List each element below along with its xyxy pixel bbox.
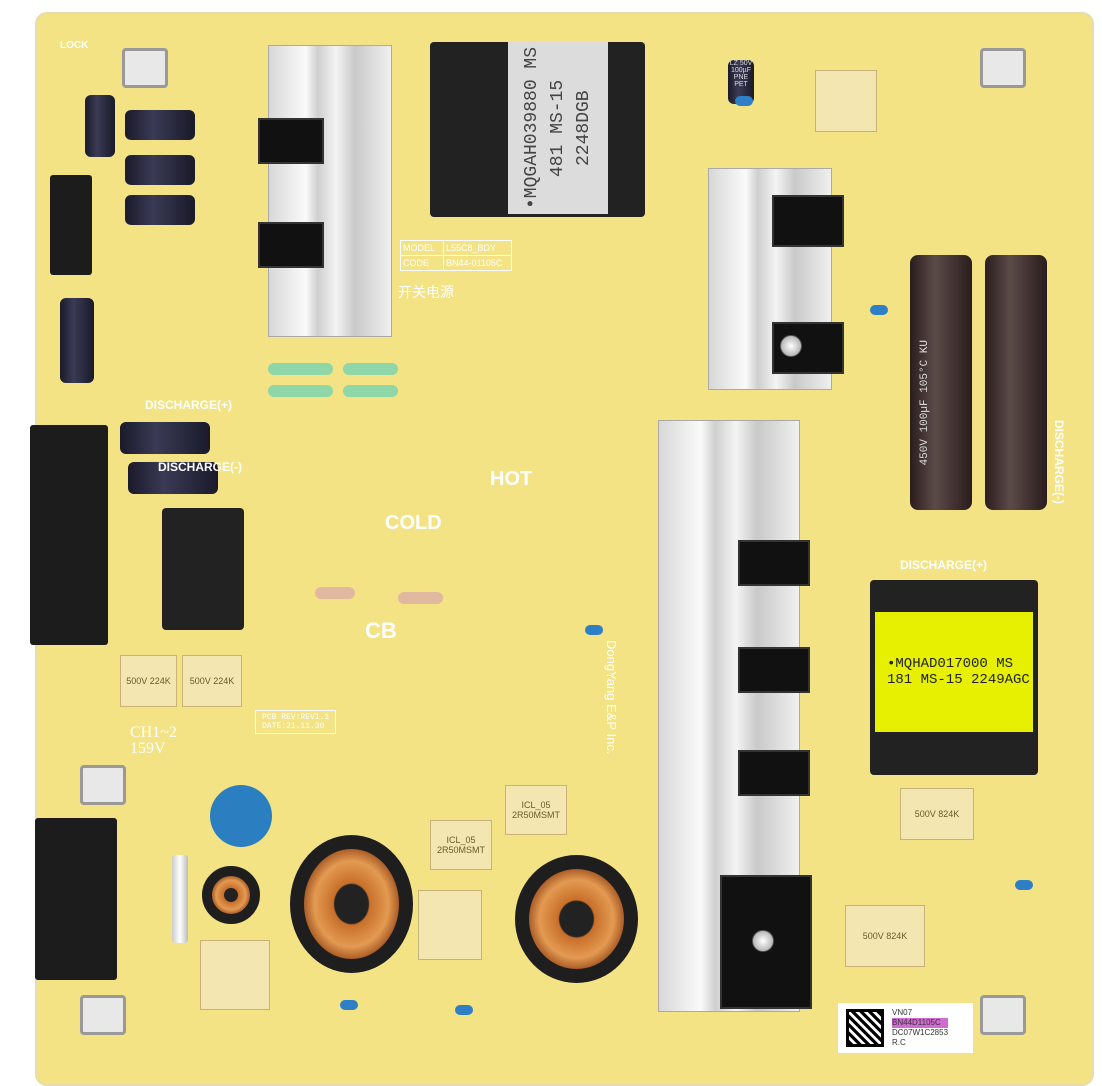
mounting-clip — [980, 995, 1026, 1035]
discharge-plus-label: DISCHARGE(+) — [145, 398, 233, 412]
electrolytic-capacitor — [85, 95, 115, 157]
code-value: BN44-01105C — [446, 258, 503, 268]
electrolytic-capacitor — [120, 422, 210, 454]
mosfet — [258, 118, 324, 164]
ceramic-capacitor — [870, 305, 888, 315]
mosfet — [738, 750, 810, 796]
electrolytic-capacitor — [125, 155, 195, 185]
inrush-limiter: ICL_05 2R50MSMT — [430, 820, 492, 870]
pcb-revision: PCB REV:REV1.1 — [262, 713, 330, 722]
mounting-clip — [980, 48, 1026, 88]
electrolytic-capacitor — [125, 195, 195, 225]
relay — [815, 70, 877, 132]
sticker-line1: VN07 — [892, 1008, 913, 1017]
mounting-clip — [80, 765, 126, 805]
electrolytic-capacitor — [125, 110, 195, 140]
mosfet — [258, 222, 324, 268]
electrolytic-capacitor — [128, 462, 218, 494]
choke — [202, 866, 260, 924]
mounting-clip — [122, 48, 168, 88]
sticker-part-number: BN44D1105C — [892, 1018, 949, 1028]
screw — [780, 335, 802, 357]
mosfet — [772, 195, 844, 247]
transformer-label-line2: 181 MS-15 2249AGC — [887, 672, 1030, 688]
mounting-clip — [80, 995, 126, 1035]
resistor — [315, 587, 355, 599]
pcb-date: DATE:21.11.30 — [262, 722, 325, 731]
varistor — [210, 785, 272, 847]
transformer-label-line2: 481 MS-15 2248DGB — [548, 79, 594, 177]
mosfet — [738, 540, 810, 586]
qr-code-icon — [846, 1009, 884, 1047]
x-capacitor — [418, 890, 482, 960]
ac-input-connector — [35, 818, 117, 980]
cb-label: CB — [365, 618, 397, 643]
manufacturer-label: DongYang E&P Inc. — [604, 640, 619, 755]
bulk-capacitor — [910, 255, 972, 510]
discharge-minus-label: DISCHARGE(-) — [1052, 420, 1066, 504]
connector — [50, 175, 92, 275]
transformer-label: •MQHAD017000 MS 181 MS-15 2249AGC — [875, 612, 1033, 732]
fuse — [172, 855, 188, 943]
x-capacitor: 500V 224K — [120, 655, 177, 707]
transformer-core: •MQGAH039880 MS 481 MS-15 2248DGB — [508, 42, 608, 214]
capacitor-label: 450V 100µF 105°C KU — [919, 340, 931, 466]
x-capacitor: 500V 824K — [900, 788, 974, 840]
sticker-line3: DC07W1C2853 — [892, 1028, 949, 1037]
x-capacitor — [200, 940, 270, 1010]
transformer-label-line1: •MQHAD017000 MS — [887, 656, 1014, 672]
ceramic-capacitor — [455, 1005, 473, 1015]
code-label: CODE — [401, 256, 444, 270]
resistor — [398, 592, 443, 604]
ceramic-capacitor — [585, 625, 603, 635]
screw — [752, 930, 774, 952]
mosfet — [738, 647, 810, 693]
ceramic-capacitor — [340, 1000, 358, 1010]
discharge-plus-label: DISCHARGE(+) — [900, 558, 988, 572]
smps-label: 开关电源 — [398, 284, 454, 300]
model-label: MODEL — [401, 241, 444, 255]
bulk-capacitor — [985, 255, 1047, 510]
inrush-limiter: ICL_05 2R50MSMT — [505, 785, 567, 835]
common-mode-choke — [515, 855, 638, 983]
standby-transformer — [162, 508, 244, 630]
lock-label: LOCK — [60, 40, 89, 51]
resistor — [268, 363, 333, 375]
sticker-line4: R.C — [892, 1038, 906, 1047]
resistor — [343, 385, 398, 397]
cold-label: COLD — [385, 512, 442, 534]
resistor — [343, 363, 398, 375]
hot-label: HOT — [490, 468, 533, 490]
common-mode-choke — [290, 835, 413, 973]
model-value: L55C8_BDY — [446, 243, 497, 253]
resistor — [268, 385, 333, 397]
transformer-label-line1: •MQGAH039880 MS — [522, 46, 542, 210]
serial-sticker: VN07 BN44D1105C DC07W1C2853 R.C — [838, 1003, 973, 1053]
ceramic-capacitor — [735, 96, 753, 106]
electrolytic-capacitor — [60, 298, 94, 383]
x-capacitor: 500V 224K — [182, 655, 242, 707]
pcb-rev-box: PCB REV:REV1.1 DATE:21.11.30 — [255, 710, 337, 734]
output-connector — [30, 425, 108, 645]
discharge-minus-label: DISCHARGE(-) — [158, 460, 242, 474]
heatsink — [268, 45, 392, 337]
x-capacitor: 500V 824K — [845, 905, 925, 967]
ceramic-capacitor — [1015, 880, 1033, 890]
